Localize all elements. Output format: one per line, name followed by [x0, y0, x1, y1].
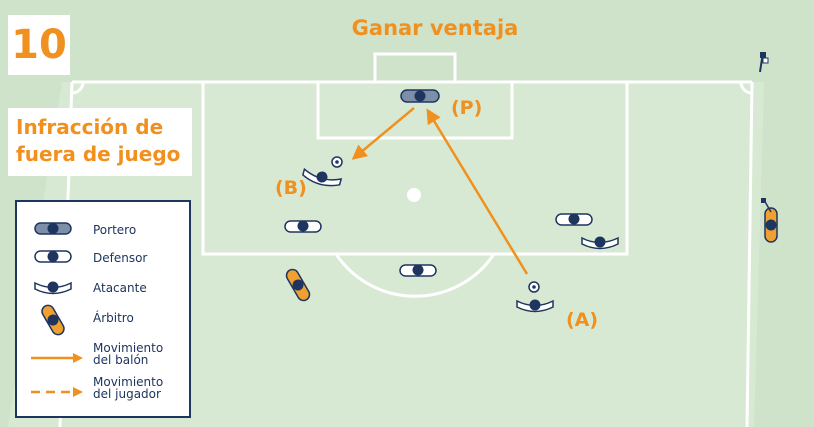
ball-arrow-a-to-p	[426, 108, 529, 275]
page-number: 10	[11, 22, 67, 68]
legend-referee: Árbitro	[17, 302, 187, 338]
ball-near-a	[528, 281, 540, 293]
ball-near-b	[331, 156, 343, 168]
legend-label-line: Movimiento	[93, 341, 164, 355]
defender-icon	[34, 250, 72, 263]
legend-defender: Defensor	[17, 246, 187, 272]
subtitle-line-2: fuera de juego	[16, 142, 181, 166]
legend-label-line: del balón	[93, 353, 149, 367]
diagram-title: Ganar ventaja	[351, 16, 519, 40]
defender	[555, 213, 593, 226]
diagram-subtitle: Infracción de fuera de juego	[16, 114, 196, 168]
label-a: (A)	[566, 309, 599, 331]
goalkeeper-p	[400, 89, 440, 103]
defender	[399, 264, 437, 277]
assistant-referee	[761, 198, 778, 243]
legend-label: Movimiento del jugador	[93, 376, 163, 400]
legend: Portero Defensor Atacante Árbitro	[15, 200, 191, 418]
attacker-a	[516, 299, 554, 313]
referee	[285, 268, 311, 302]
legend-label: Atacante	[93, 281, 147, 295]
solid-arrow-icon	[31, 353, 83, 363]
legend-label-line: del jugador	[93, 387, 161, 401]
subtitle-box	[8, 108, 192, 176]
subtitle-line-1: Infracción de	[16, 115, 164, 139]
legend-attacker: Atacante	[17, 276, 187, 302]
dashed-arrow-icon	[31, 387, 83, 397]
legend-label: Árbitro	[93, 311, 134, 325]
legend-label-line: Movimiento	[93, 375, 164, 389]
penalty-spot	[407, 188, 421, 202]
legend-player-movement: Movimiento del jugador	[17, 376, 187, 408]
legend-goalkeeper: Portero	[17, 218, 187, 244]
attacker-icon	[34, 281, 72, 295]
goalkeeper-icon	[34, 222, 72, 235]
ball-arrow-p-to-b	[351, 107, 415, 160]
defender	[284, 220, 322, 233]
attacker-b	[302, 167, 343, 187]
legend-ball-movement: Movimiento del balón	[17, 342, 187, 374]
corner-flag	[759, 51, 769, 73]
label-p: (P)	[451, 97, 483, 119]
attacker	[581, 236, 619, 250]
label-b: (B)	[275, 177, 307, 199]
legend-label: Defensor	[93, 251, 148, 265]
page-number-box	[8, 15, 70, 75]
referee-icon	[41, 304, 65, 336]
legend-label: Portero	[93, 223, 137, 237]
legend-label: Movimiento del balón	[93, 342, 163, 366]
